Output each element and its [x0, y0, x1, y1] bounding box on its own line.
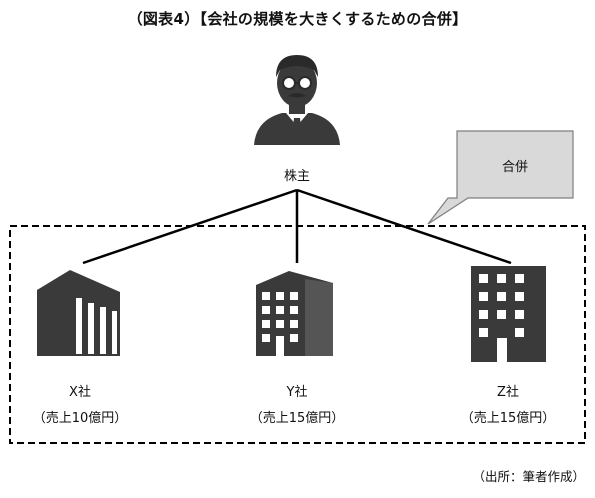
- merger-callout: [427, 130, 574, 225]
- company-x-sales: （売上10億円）: [32, 411, 128, 426]
- office-building-icon: [256, 271, 333, 356]
- office-building-icon: [471, 266, 546, 362]
- connector-line-z: [296, 188, 512, 265]
- building-icon: [37, 270, 120, 356]
- businessman-icon: [254, 55, 340, 145]
- company-z-sales: （売上15億円）: [460, 411, 556, 426]
- company-x-name: X社: [69, 385, 91, 400]
- company-y-sales: （売上15億円）: [249, 411, 345, 426]
- figure-title: （図表4）【会社の規模を大きくするための合併】: [127, 10, 468, 28]
- shareholder-label: 株主: [283, 169, 310, 184]
- company-z-name: Z社: [497, 385, 519, 400]
- connector-line-x: [82, 188, 298, 265]
- company-y-name: Y社: [286, 385, 308, 400]
- callout-bubble-shape: [427, 130, 574, 225]
- source-note: （出所：筆者作成）: [472, 469, 585, 484]
- merger-callout-label: 合併: [501, 160, 528, 175]
